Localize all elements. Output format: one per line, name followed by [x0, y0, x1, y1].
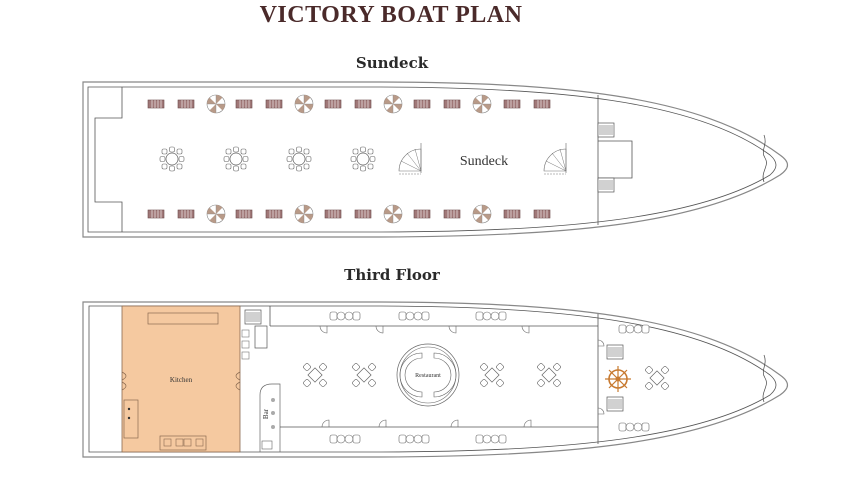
sundeck-plan [82, 81, 789, 238]
kitchen-label: Kitchen [170, 376, 193, 384]
sundeck-area-label: Sundeck [460, 154, 508, 169]
restaurant-label: Restaurant [415, 373, 441, 379]
ship-wheel-icon [605, 366, 631, 392]
third-floor-plan [82, 301, 789, 458]
third-floor-heading: Third Floor [344, 266, 440, 284]
page-title: VICTORY BOAT PLAN [259, 2, 523, 28]
kitchen-room [121, 305, 241, 453]
sundeck-heading: Sundeck [355, 54, 429, 72]
bar-label: Bar [262, 408, 270, 419]
